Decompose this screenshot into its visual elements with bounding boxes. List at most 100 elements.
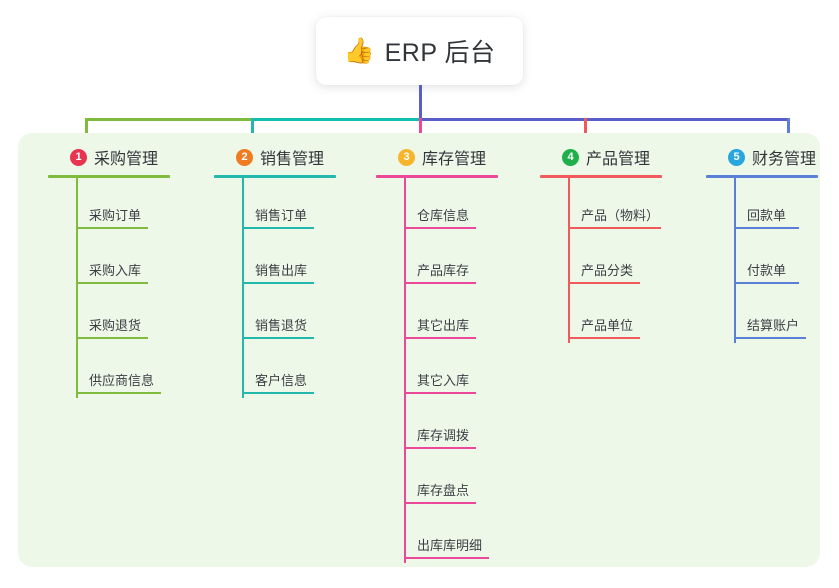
list-item[interactable]: 客户信息: [214, 343, 364, 398]
branches-container: 1 采购管理采购订单采购入库采购退货供应商信息 2 销售管理销售订单销售出库销售退货客…: [18, 133, 820, 567]
list-item-label: 销售出库: [255, 263, 308, 278]
branch-items: 产品（物料） 产品分类产品单位: [540, 178, 690, 343]
list-item-label: 库存调拨: [417, 428, 470, 443]
list-item[interactable]: 产品（物料）: [540, 178, 690, 233]
branch-header-5[interactable]: 5 财务管理: [706, 141, 839, 173]
list-item[interactable]: 库存调拨: [376, 398, 526, 453]
list-item-underline: [242, 337, 314, 339]
list-item[interactable]: 付款单: [706, 233, 839, 288]
branch-underline: [706, 175, 818, 178]
list-item-underline: [734, 337, 806, 339]
list-item[interactable]: 其它入库: [376, 343, 526, 398]
branch-header-3[interactable]: 3 库存管理: [376, 141, 526, 173]
branch-spine: [404, 178, 406, 563]
branch-underline: [48, 175, 170, 178]
list-item-label: 仓库信息: [417, 208, 470, 223]
list-item-underline: [568, 337, 640, 339]
list-item[interactable]: 其它出库: [376, 288, 526, 343]
branch-title: 销售管理: [260, 151, 325, 168]
list-item[interactable]: 销售订单: [214, 178, 364, 233]
list-item-underline: [404, 502, 476, 504]
horizontal-connector-segment-3: [420, 118, 790, 121]
list-item-label: 销售退货: [255, 318, 308, 333]
branch-underline: [214, 175, 336, 178]
branch-number-badge: 4: [562, 148, 579, 166]
list-item[interactable]: 采购订单: [48, 178, 198, 233]
branch-drop-connector-4: [584, 118, 587, 146]
branch-column-4: 4 产品管理产品（物料） 产品分类产品单位: [540, 141, 690, 343]
branch-number-badge: 3: [398, 148, 415, 166]
branch-spine: [242, 178, 244, 398]
list-item-underline: [734, 227, 799, 229]
list-item-underline: [404, 447, 476, 449]
branch-header-4[interactable]: 4 产品管理: [540, 141, 690, 173]
list-item-label: 其它出库: [417, 318, 470, 333]
list-item-label: 产品分类: [581, 263, 634, 278]
branch-column-2: 2 销售管理销售订单销售出库销售退货客户信息: [214, 141, 364, 398]
branch-header-1[interactable]: 1 采购管理: [48, 141, 198, 173]
branch-spine: [76, 178, 78, 398]
list-item[interactable]: 销售出库: [214, 233, 364, 288]
list-item-underline: [404, 392, 476, 394]
branch-column-3: 3 库存管理仓库信息产品库存其它出库其它入库库存调拨库存盘点出库库明细: [376, 141, 526, 563]
list-item-underline: [404, 227, 476, 229]
list-item-label: 采购退货: [89, 318, 142, 333]
branch-title: 采购管理: [94, 151, 159, 168]
branch-drop-connector-1: [85, 118, 88, 146]
list-item-underline: [76, 282, 148, 284]
list-item-label: 回款单: [747, 208, 787, 223]
list-item-underline: [242, 282, 314, 284]
branch-items: 采购订单采购入库采购退货供应商信息: [48, 178, 198, 398]
list-item[interactable]: 结算账户: [706, 288, 839, 343]
list-item-underline: [242, 392, 314, 394]
list-item[interactable]: 采购入库: [48, 233, 198, 288]
branch-drop-connector-2: [251, 118, 254, 146]
list-item-label: 采购订单: [89, 208, 142, 223]
branch-title: 产品管理: [586, 151, 651, 168]
list-item-underline: [404, 557, 489, 559]
thumbs-up-icon: 👍: [343, 36, 375, 65]
branch-title: 财务管理: [752, 151, 817, 168]
list-item[interactable]: 库存盘点: [376, 453, 526, 508]
list-item[interactable]: 供应商信息: [48, 343, 198, 398]
list-item-underline: [76, 227, 148, 229]
list-item[interactable]: 产品库存: [376, 233, 526, 288]
list-item-underline: [568, 282, 640, 284]
list-item[interactable]: 销售退货: [214, 288, 364, 343]
branch-spine: [568, 178, 570, 343]
branch-number-badge: 5: [728, 148, 745, 166]
branch-items: 仓库信息产品库存其它出库其它入库库存调拨库存盘点出库库明细: [376, 178, 526, 563]
branch-number-badge: 2: [236, 148, 253, 166]
branch-underline: [376, 175, 498, 178]
list-item-label: 结算账户: [747, 318, 800, 333]
branch-underline: [540, 175, 662, 178]
list-item[interactable]: 产品分类: [540, 233, 690, 288]
list-item[interactable]: 回款单: [706, 178, 839, 233]
list-item-label: 产品库存: [417, 263, 470, 278]
list-item-label: 付款单: [747, 263, 787, 278]
root-node[interactable]: 👍 ERP 后台: [316, 17, 523, 85]
branch-drop-connector-5: [787, 118, 790, 146]
list-item-underline: [568, 227, 661, 229]
list-item-underline: [404, 282, 476, 284]
list-item-underline: [76, 337, 148, 339]
list-item-label: 采购入库: [89, 263, 142, 278]
list-item[interactable]: 采购退货: [48, 288, 198, 343]
list-item[interactable]: 出库库明细: [376, 508, 526, 563]
list-item-underline: [76, 392, 161, 394]
list-item-label: 产品（物料）: [581, 208, 660, 223]
trunk-connector: [419, 85, 422, 118]
list-item[interactable]: 产品单位: [540, 288, 690, 343]
branch-number-badge: 1: [70, 148, 87, 166]
list-item-underline: [734, 282, 799, 284]
list-item-label: 其它入库: [417, 373, 470, 388]
list-item-label: 库存盘点: [417, 483, 470, 498]
branch-title: 库存管理: [422, 151, 487, 168]
list-item-label: 产品单位: [581, 318, 634, 333]
list-item-underline: [242, 227, 314, 229]
branch-header-2[interactable]: 2 销售管理: [214, 141, 364, 173]
list-item-label: 出库库明细: [417, 538, 483, 553]
list-item[interactable]: 仓库信息: [376, 178, 526, 233]
list-item-label: 客户信息: [255, 373, 308, 388]
branch-items: 回款单付款单结算账户: [706, 178, 839, 343]
